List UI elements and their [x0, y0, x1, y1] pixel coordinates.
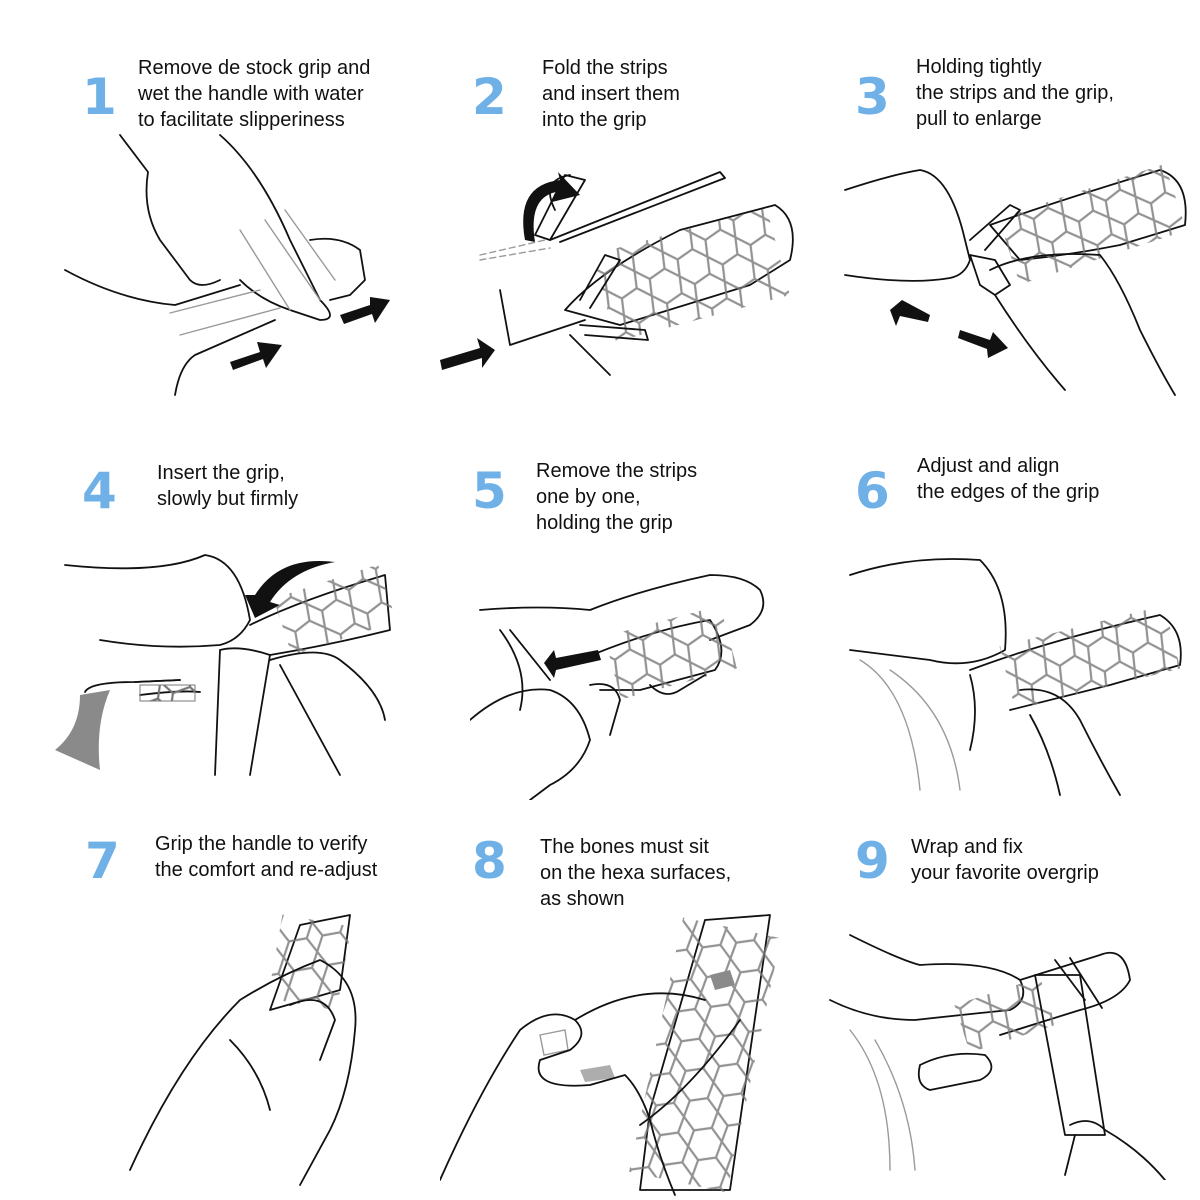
step-caption: Wrap and fix your favorite overgrip — [911, 836, 1099, 884]
inserting-grip-on-handle-illustration — [55, 554, 397, 776]
step-3: 3 Holding tightly the strips and the gri… — [800, 0, 1187, 396]
step-caption: Remove the strips one by one, holding th… — [536, 460, 698, 534]
step-8: 8 The bones must sit on the hexa surface… — [400, 800, 780, 1196]
step-caption: The bones must sit on the hexa surfaces,… — [540, 836, 732, 910]
step-caption: Fold the strips and insert them into the… — [542, 57, 680, 131]
step-number: 2 — [472, 68, 507, 126]
step-number: 7 — [85, 832, 120, 890]
hand-gripping-handle-illustration — [129, 914, 357, 1186]
step-number: 1 — [82, 68, 117, 126]
step-caption: Grip the handle to verify the comfort an… — [155, 833, 378, 881]
step-number: 9 — [855, 832, 890, 890]
step-number: 6 — [855, 462, 890, 520]
step-number: 8 — [472, 832, 507, 890]
step-6: 6 Adjust and align the edges of the grip — [800, 400, 1182, 796]
aligning-grip-edges-illustration — [849, 558, 1182, 796]
step-number: 4 — [82, 462, 117, 520]
hands-pulling-grip-illustration — [844, 163, 1187, 396]
bones-on-hexa-surfaces-illustration — [440, 914, 780, 1196]
step-5: 5 Remove the strips one by one, holding … — [400, 400, 780, 800]
step-number: 5 — [472, 462, 507, 520]
step-caption: Adjust and align the edges of the grip — [917, 455, 1100, 503]
removing-strips-illustration — [470, 574, 765, 800]
step-1: 1 Remove de stock grip and wet the handl… — [0, 0, 390, 396]
step-2: 2 Fold the strips and insert them into t… — [400, 0, 794, 390]
step-caption: Insert the grip, slowly but firmly — [157, 462, 299, 510]
strips-into-grip-illustration — [440, 171, 794, 376]
hand-wetting-handle-illustration — [64, 134, 390, 396]
wrapping-overgrip-illustration — [829, 934, 1166, 1180]
step-caption: Remove de stock grip and wet the handle … — [138, 57, 371, 131]
step-caption: Holding tightly the strips and the grip,… — [916, 56, 1114, 130]
step-4: 4 Insert the grip, slowly but firmly — [0, 400, 397, 790]
step-7: 7 Grip the handle to verify the comfort … — [0, 800, 380, 1190]
step-number: 3 — [855, 68, 890, 126]
step-9: 9 Wrap and fix your favorite overgrip — [800, 800, 1180, 1190]
